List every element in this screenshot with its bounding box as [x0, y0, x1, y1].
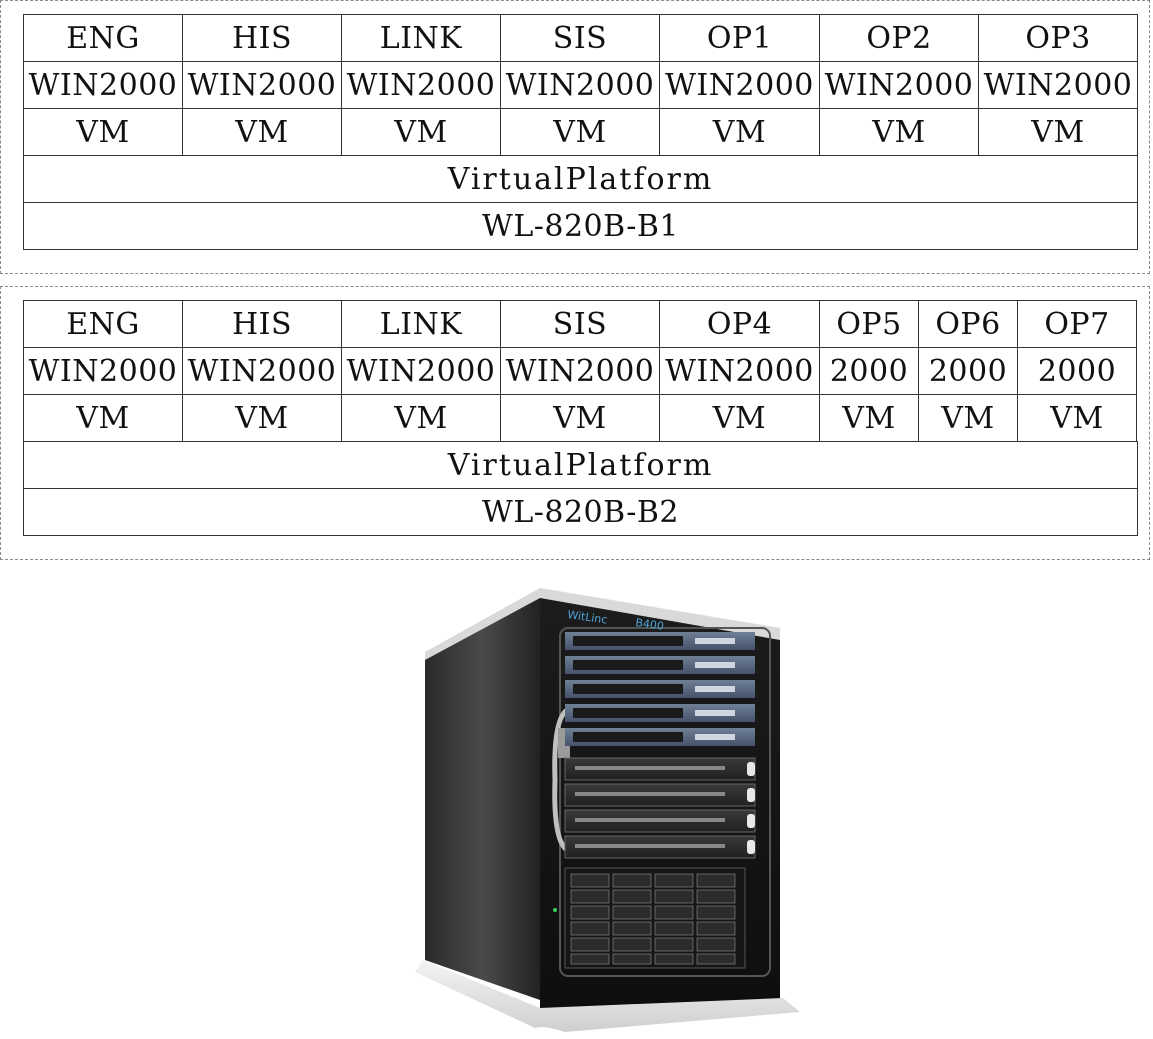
vm-cell: VM [978, 108, 1138, 156]
vm-cell: VM [918, 394, 1018, 442]
vm-name-cell: OP4 [659, 300, 820, 348]
vm-cell: VM [182, 108, 342, 156]
vm-cell: VM [659, 108, 820, 156]
cabinet-model: B400 [635, 616, 665, 633]
os-cell: 2000 [819, 347, 919, 395]
vm-name-cell: OP2 [819, 14, 979, 62]
host-cell: WL-820B-B1 [23, 202, 1138, 250]
vm-cell: VM [659, 394, 820, 442]
rack-servers [564, 757, 756, 859]
vm-name-cell: SIS [500, 14, 660, 62]
os-cell: WIN2000 [500, 61, 660, 109]
vm-name-cell: OP5 [819, 300, 919, 348]
os-cell: WIN2000 [819, 61, 979, 109]
vm-name-cell: HIS [182, 14, 342, 62]
vm-name-cell: OP6 [918, 300, 1018, 348]
vm-name-cell: HIS [182, 300, 342, 348]
os-cell: WIN2000 [341, 61, 501, 109]
os-cell: WIN2000 [341, 347, 501, 395]
os-cell: WIN2000 [23, 61, 183, 109]
server-cabinet-image: WitLinc B400 [395, 580, 805, 1035]
vm-cell: VM [500, 394, 660, 442]
vm-name-cell: LINK [341, 300, 501, 348]
os-cell: WIN2000 [500, 347, 660, 395]
vm-cell: VM [182, 394, 342, 442]
virtual-platform-cell: VirtualPlatform [23, 155, 1138, 203]
vm-name-cell: OP3 [978, 14, 1138, 62]
vm-name-cell: ENG [23, 14, 183, 62]
drive-bays [553, 867, 746, 969]
os-cell: 2000 [918, 347, 1018, 395]
os-cell: WIN2000 [23, 347, 183, 395]
vm-cell: VM [819, 394, 919, 442]
host-group-b1: ENG HIS LINK SIS OP1 OP2 OP3 WIN2000 WIN… [0, 0, 1150, 274]
os-cell: WIN2000 [659, 347, 820, 395]
vm-cell: VM [500, 108, 660, 156]
vm-cell: VM [341, 394, 501, 442]
vm-name-cell: OP7 [1017, 300, 1137, 348]
os-cell: WIN2000 [978, 61, 1138, 109]
virtual-platform-cell: VirtualPlatform [23, 441, 1138, 489]
vm-name-cell: LINK [341, 14, 501, 62]
server-cabinet-icon: WitLinc B400 [415, 588, 800, 1032]
os-cell: WIN2000 [182, 61, 342, 109]
vm-name-cell: SIS [500, 300, 660, 348]
vm-cell: VM [23, 108, 183, 156]
vm-cell: VM [819, 108, 979, 156]
vm-name-cell: OP1 [659, 14, 820, 62]
os-cell: 2000 [1017, 347, 1137, 395]
cabinet-logo: WitLinc [567, 608, 609, 626]
vm-cell: VM [23, 394, 183, 442]
vm-cell: VM [341, 108, 501, 156]
host-group-b2: ENG HIS LINK SIS OP4 OP5 OP6 OP7 WIN2000… [0, 286, 1150, 560]
vm-name-cell: ENG [23, 300, 183, 348]
host-cell: WL-820B-B2 [23, 488, 1138, 536]
network-switches [565, 632, 755, 746]
vm-cell: VM [1017, 394, 1137, 442]
os-cell: WIN2000 [659, 61, 820, 109]
os-cell: WIN2000 [182, 347, 342, 395]
